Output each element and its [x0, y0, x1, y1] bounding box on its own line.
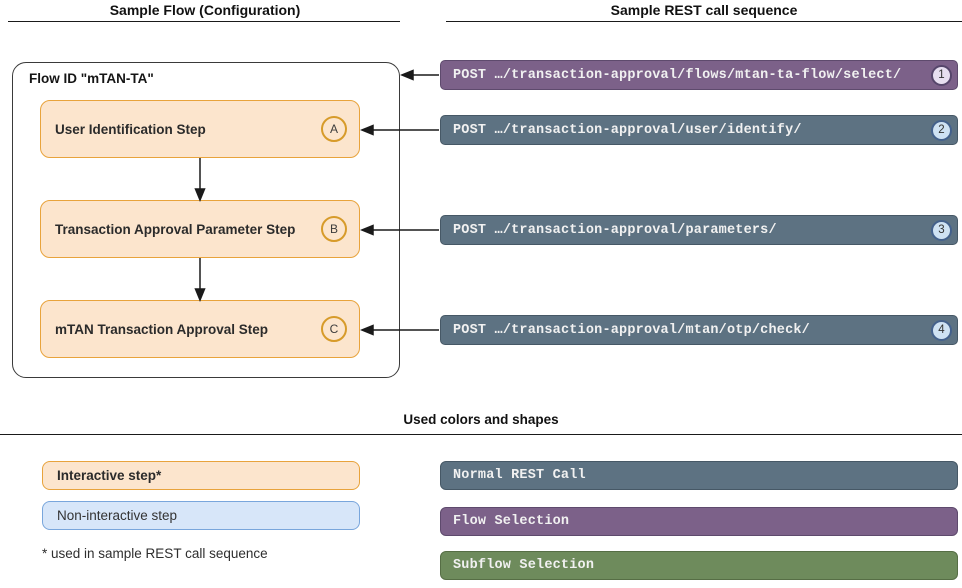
legend-subflow-selection: Subflow Selection	[440, 551, 958, 580]
right-column-header: Sample REST call sequence	[610, 2, 798, 18]
legend-normal-rest-call: Normal REST Call	[440, 461, 958, 490]
step-transaction-approval-parameter: Transaction Approval Parameter Step B	[40, 200, 360, 258]
step-label: mTAN Transaction Approval Step	[55, 321, 269, 337]
legend-header: Used colors and shapes	[403, 412, 559, 427]
step-label: Transaction Approval Parameter Step	[55, 221, 296, 237]
rest-call-text: POST …/transaction-approval/mtan/otp/che…	[453, 322, 810, 338]
right-header-underline	[446, 21, 962, 22]
step-mtan-transaction-approval: mTAN Transaction Approval Step C	[40, 300, 360, 358]
legend-divider	[0, 434, 962, 435]
left-column-header: Sample Flow (Configuration)	[109, 2, 301, 18]
flow-id-label: Flow ID "mTAN-TA"	[29, 71, 154, 86]
legend-footnote: * used in sample REST call sequence	[42, 546, 268, 561]
step-user-identification: User Identification Step A	[40, 100, 360, 158]
legend-interactive-step: Interactive step*	[42, 461, 360, 490]
sequence-badge-2: 2	[931, 119, 952, 141]
sequence-badge-1: 1	[931, 64, 952, 86]
sequence-badge-3: 3	[931, 219, 952, 241]
sequence-badge-4: 4	[931, 319, 952, 341]
rest-call-text: POST …/transaction-approval/parameters/	[453, 222, 777, 238]
rest-call-text: POST …/transaction-approval/user/identif…	[453, 122, 802, 138]
step-label: User Identification Step	[55, 121, 206, 137]
left-header-underline	[8, 21, 400, 22]
step-badge-c: C	[321, 316, 347, 342]
step-badge-a: A	[321, 116, 347, 142]
legend-flow-selection: Flow Selection	[440, 507, 958, 536]
rest-call-text: POST …/transaction-approval/flows/mtan-t…	[453, 67, 902, 83]
step-badge-b: B	[321, 216, 347, 242]
rest-call-user-identify: POST …/transaction-approval/user/identif…	[440, 115, 958, 145]
rest-call-parameters: POST …/transaction-approval/parameters/ …	[440, 215, 958, 245]
rest-call-flow-select: POST …/transaction-approval/flows/mtan-t…	[440, 60, 958, 90]
rest-call-mtan-otp-check: POST …/transaction-approval/mtan/otp/che…	[440, 315, 958, 345]
legend-non-interactive-step: Non-interactive step	[42, 501, 360, 530]
